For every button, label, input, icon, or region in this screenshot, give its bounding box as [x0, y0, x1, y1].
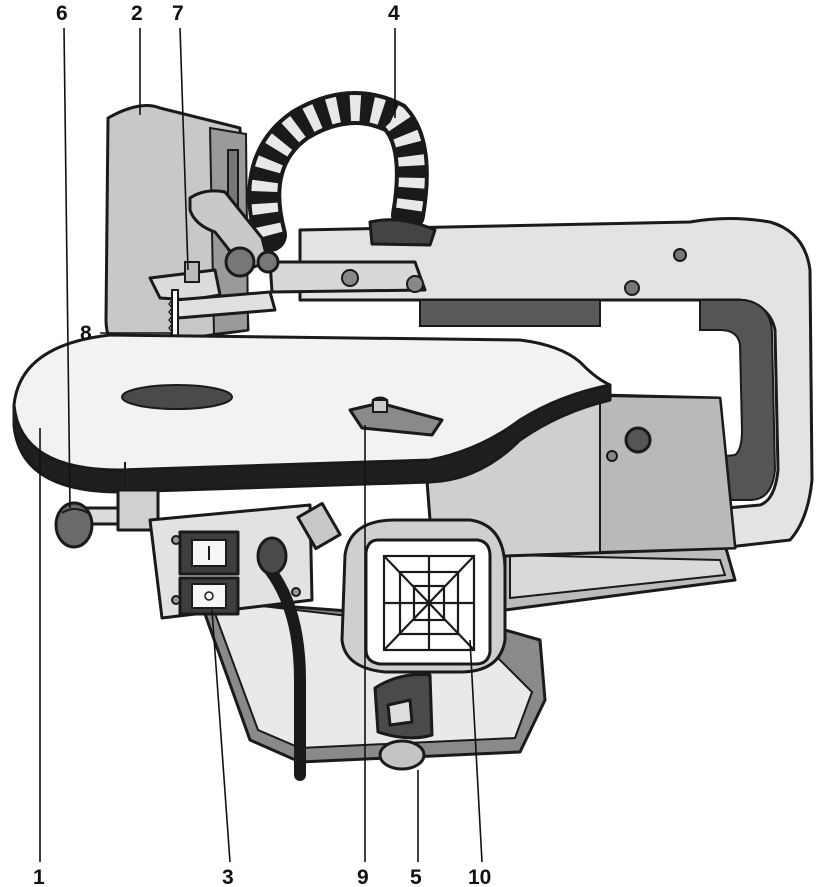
switch-panel [148, 503, 314, 620]
callout-1: 1 [33, 866, 45, 887]
base-foot-knob [373, 673, 434, 771]
callout-8: 8 [80, 322, 92, 345]
callout-5: 5 [410, 866, 422, 887]
air-hose [247, 91, 437, 252]
vent-grille-icon [382, 554, 476, 652]
callout-9: 9 [357, 866, 369, 887]
power-cord [256, 501, 342, 781]
callout-7: 7 [172, 2, 184, 25]
tension-lever [348, 396, 444, 437]
callout-6: 6 [56, 2, 68, 25]
motor-cover [340, 518, 507, 674]
leader-6 [63, 27, 71, 509]
blade-clamp-arm [148, 189, 427, 320]
leader-3 [211, 609, 231, 863]
leader-10 [469, 639, 483, 863]
leader-lines [39, 27, 483, 863]
callout-3: 3 [222, 866, 234, 887]
callout-2: 2 [131, 2, 143, 25]
callout-labels: 1 2 3 4 5 6 7 8 9 10 [33, 2, 491, 887]
bevel-lock-knob [54, 488, 160, 549]
work-table [12, 333, 612, 494]
callout-4: 4 [388, 2, 400, 25]
leader-7 [179, 27, 189, 271]
callout-10: 10 [468, 866, 491, 887]
